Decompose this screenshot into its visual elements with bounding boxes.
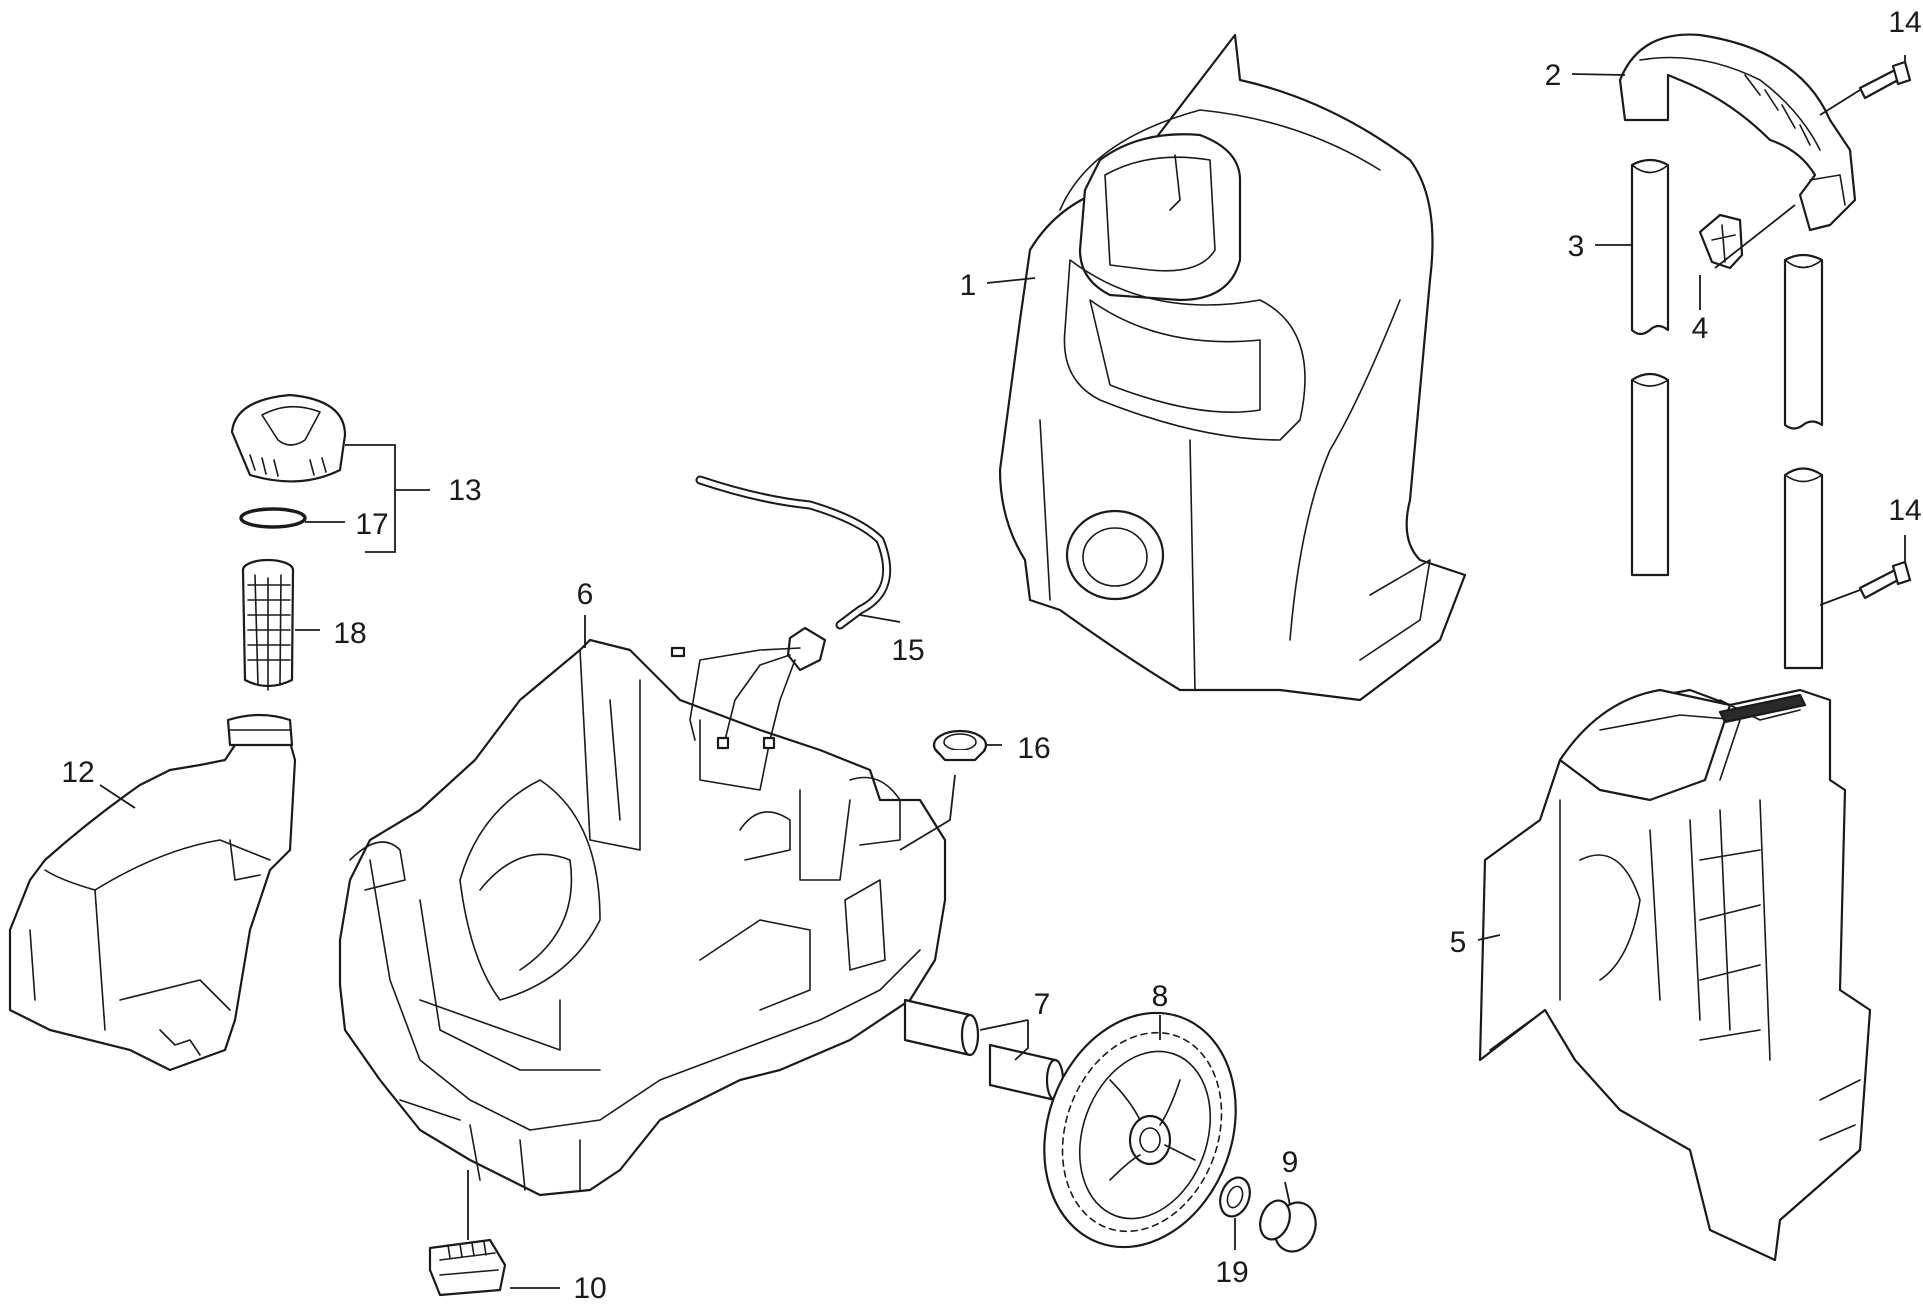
- leader-2: [1571, 73, 1626, 76]
- leader-15: [859, 614, 901, 623]
- callout-9: 9: [1282, 1146, 1299, 1179]
- leader-9: [1284, 1181, 1291, 1206]
- callout-19: 19: [1215, 1256, 1248, 1289]
- callout-3: 3: [1568, 230, 1585, 263]
- part-19-washer: [1219, 1176, 1251, 1218]
- leader-16: [899, 744, 1002, 851]
- callout-8: 8: [1152, 980, 1169, 1013]
- part-10-foot: [428, 1238, 507, 1297]
- callout-14-middle: 14: [1888, 494, 1921, 527]
- callout-7: 7: [1034, 988, 1051, 1021]
- leader-1: [986, 277, 1036, 284]
- leader-10: [467, 1170, 560, 1289]
- leader-lines: [99, 55, 1906, 1289]
- callout-14-top: 14: [1888, 6, 1921, 39]
- part-4-clip: [1698, 213, 1744, 270]
- part-12-detergent-tank: [8, 713, 297, 1072]
- callout-5: 5: [1450, 926, 1467, 959]
- leader-5: [1477, 934, 1501, 941]
- leader-12: [99, 784, 136, 809]
- callout-16: 16: [1017, 732, 1050, 765]
- leader-14b: [1819, 535, 1906, 606]
- callout-15: 15: [891, 634, 924, 667]
- part-18-filter: [241, 558, 295, 691]
- callout-13: 13: [448, 474, 481, 507]
- leader-14a: [1819, 55, 1906, 116]
- part-16-grommet: [932, 729, 988, 762]
- callout-18: 18: [333, 617, 366, 650]
- part-8-wheel: [1043, 1011, 1237, 1249]
- part-2-handle: [1618, 33, 1857, 232]
- callout-10: 10: [573, 1272, 606, 1305]
- callout-1: 1: [960, 269, 977, 302]
- callout-6: 6: [577, 578, 594, 611]
- part-13-cap: [230, 393, 347, 483]
- callout-4: 4: [1692, 312, 1709, 345]
- callout-17: 17: [355, 508, 388, 541]
- part-6-base-chassis: [338, 638, 947, 1197]
- part-3-tubes: [1630, 158, 1824, 670]
- part-1-front-hood: [998, 33, 1467, 702]
- part-15-cable: [670, 475, 892, 750]
- leader-13: [345, 444, 430, 553]
- part-9-hub-cap: [1259, 1199, 1317, 1253]
- leader-7: [979, 1019, 1029, 1061]
- part-14-screw-top: [1858, 60, 1912, 100]
- part-17-o-ring: [239, 507, 307, 529]
- part-7-axle: [903, 998, 1065, 1102]
- callout-labels: 1 2 3 4 5 6 7 8 9 10 12 13 14 14 15 16 1…: [61, 6, 1921, 1305]
- callout-2: 2: [1545, 59, 1562, 92]
- part-5-rear-housing: [1478, 688, 1872, 1262]
- callout-12: 12: [61, 756, 94, 789]
- part-14-screw-middle: [1858, 560, 1912, 600]
- leader-4: [1699, 204, 1796, 310]
